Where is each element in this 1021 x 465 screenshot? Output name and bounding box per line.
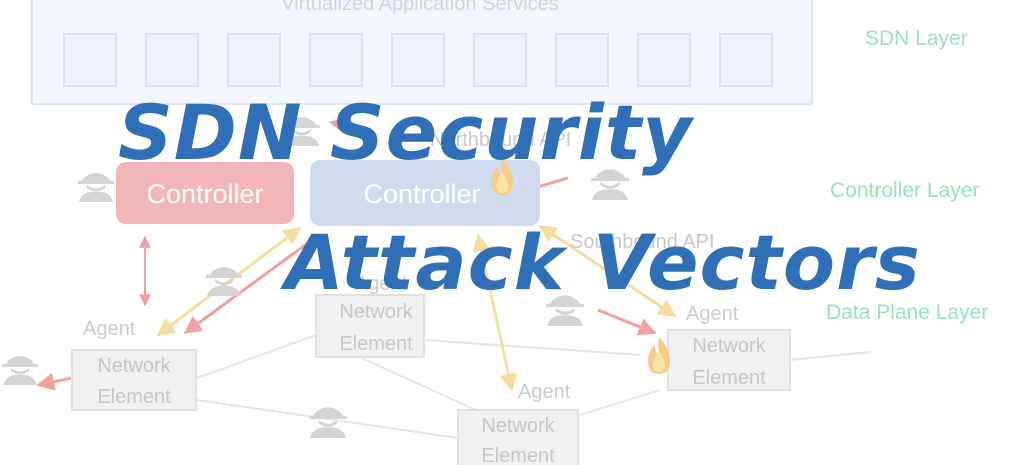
network-element-2-line2: Element xyxy=(339,333,413,355)
data-plane-layer-label: Data Plane Layer xyxy=(826,301,988,324)
title-line-1: SDN Security xyxy=(118,88,693,177)
hacker-spy-icon xyxy=(206,267,242,296)
network-element-4-line2: Element xyxy=(692,367,766,389)
attack-arrow-left xyxy=(183,238,313,335)
controller-left: Controller xyxy=(116,162,294,224)
application-services-panel: Virtualized Application Services xyxy=(31,0,813,105)
southbound-arrow-right xyxy=(538,224,677,318)
attack-arrows xyxy=(36,118,677,392)
agent-label-3: Agent xyxy=(518,381,571,403)
controller-right: Controller xyxy=(310,160,540,226)
attack-arrow-element xyxy=(597,308,657,336)
controller-layer-label: Controller Layer xyxy=(830,179,979,202)
southbound-arrow-center xyxy=(472,233,518,392)
hacker-spy-icon xyxy=(78,173,114,202)
controller-right-label: Controller xyxy=(363,179,480,209)
network-element-1: Agent Network Element xyxy=(71,318,197,411)
agent-label-2: Agent xyxy=(355,273,408,295)
hacker-spy-icon xyxy=(2,356,38,385)
fire-icon xyxy=(648,337,670,374)
sdn-layer-label: SDN Layer xyxy=(865,27,968,50)
network-element-3: Agent Network Element xyxy=(457,381,579,465)
network-element-3-line2: Element xyxy=(481,445,555,465)
network-element-4: Agent Network Element xyxy=(667,303,791,391)
attack-arrow-edge xyxy=(36,372,73,391)
application-services-label: Virtualized Application Services xyxy=(281,0,559,15)
application-slots xyxy=(63,33,773,87)
hacker-spy-icon xyxy=(308,407,348,438)
network-element-2: Agent Network Element xyxy=(315,273,425,358)
attack-arrow-northbound xyxy=(328,118,366,131)
network-element-3-line1: Network xyxy=(481,415,555,437)
agent-label-1: Agent xyxy=(83,318,136,340)
network-element-2-line1: Network xyxy=(339,301,413,323)
southbound-api-label: Southbound API xyxy=(570,231,715,253)
agent-label-4: Agent xyxy=(686,303,739,325)
title-line-2: Attack Vectors xyxy=(285,218,921,307)
northbound-api-label: Northbound API xyxy=(430,129,571,151)
network-element-1-line2: Element xyxy=(97,386,171,408)
network-links xyxy=(196,334,871,439)
controller-left-label: Controller xyxy=(146,179,263,209)
network-element-4-line1: Network xyxy=(692,335,766,357)
network-element-1-line1: Network xyxy=(97,355,171,377)
